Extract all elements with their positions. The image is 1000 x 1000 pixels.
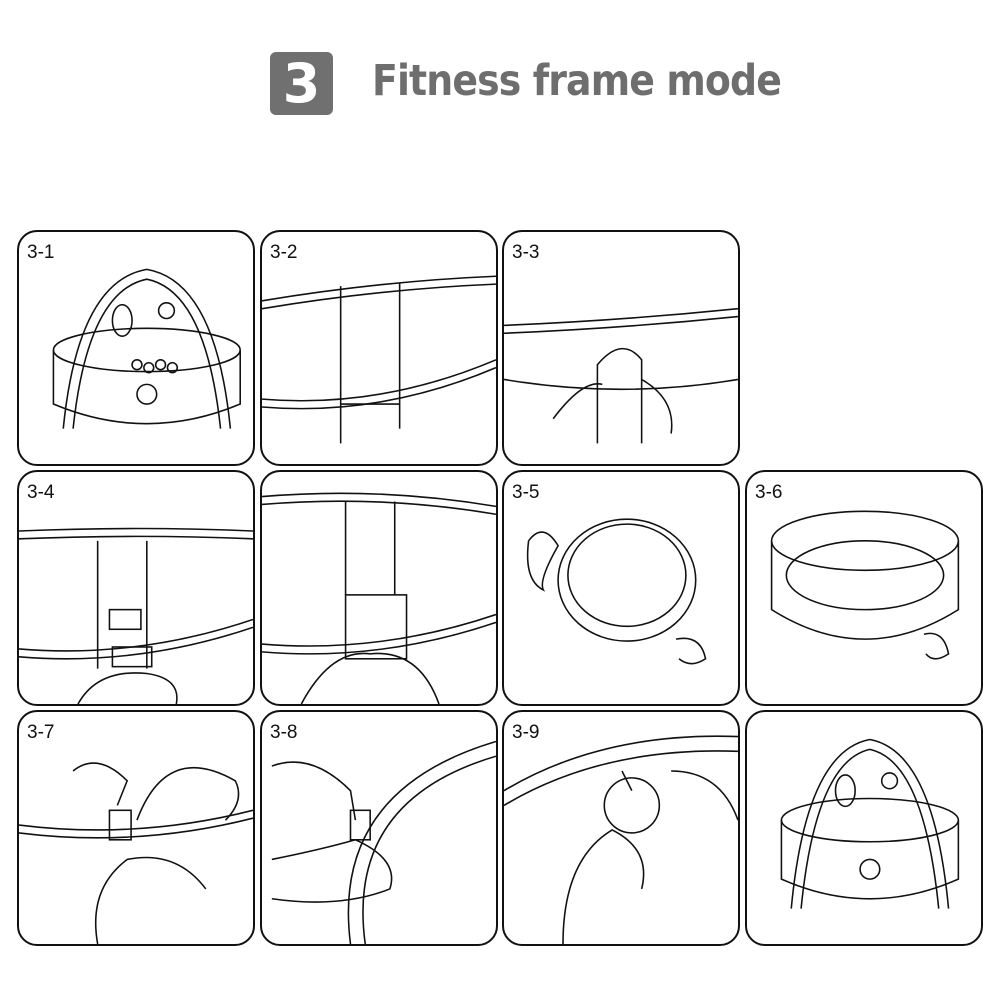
panel-label: 3-2 [270, 242, 298, 264]
panel-3-1: 3-1 [17, 230, 255, 466]
clip-arch-buckle-illustration [271, 740, 496, 944]
panel-label: 3-4 [27, 482, 55, 504]
panel-3-8: 3-8 [260, 710, 498, 946]
strap-closed-illustration [262, 492, 496, 704]
panel-3-2: 3-2 [260, 230, 498, 466]
panel-label: 3-9 [512, 722, 540, 744]
playpen-with-arch-illustration [52, 268, 241, 429]
panel-3-3: 3-3 [502, 230, 740, 466]
panel-label: 3-1 [27, 242, 55, 264]
panel-label: 3-3 [512, 242, 540, 264]
panel-3-9: 3-9 [502, 710, 740, 946]
page-title: Fitness frame mode [372, 56, 782, 106]
panel-strap-closed [260, 470, 498, 706]
panel-label: 3-7 [27, 722, 55, 744]
panel-3-7: 3-7 [17, 710, 255, 946]
step-number-badge: 3 [270, 52, 333, 115]
playpen-top-view-illustration [526, 518, 707, 665]
panel-finished-frame [745, 710, 983, 946]
panel-label: 3-6 [755, 482, 783, 504]
panel-label: 3-5 [512, 482, 540, 504]
finished-fitness-frame-illustration [780, 738, 960, 909]
attach-ring-illustration [504, 735, 738, 944]
panel-3-6: 3-6 [745, 470, 983, 706]
panel-3-4: 3-4 [17, 470, 255, 706]
panel-label: 3-8 [270, 722, 298, 744]
insert-arch-clip-illustration [19, 762, 253, 944]
playpen-side-view-illustration [770, 510, 960, 660]
velcro-strap-illustration [19, 527, 253, 704]
panel-3-5: 3-5 [502, 470, 740, 706]
strap-illustration [262, 275, 496, 444]
strap-loop-illustration [504, 307, 738, 444]
